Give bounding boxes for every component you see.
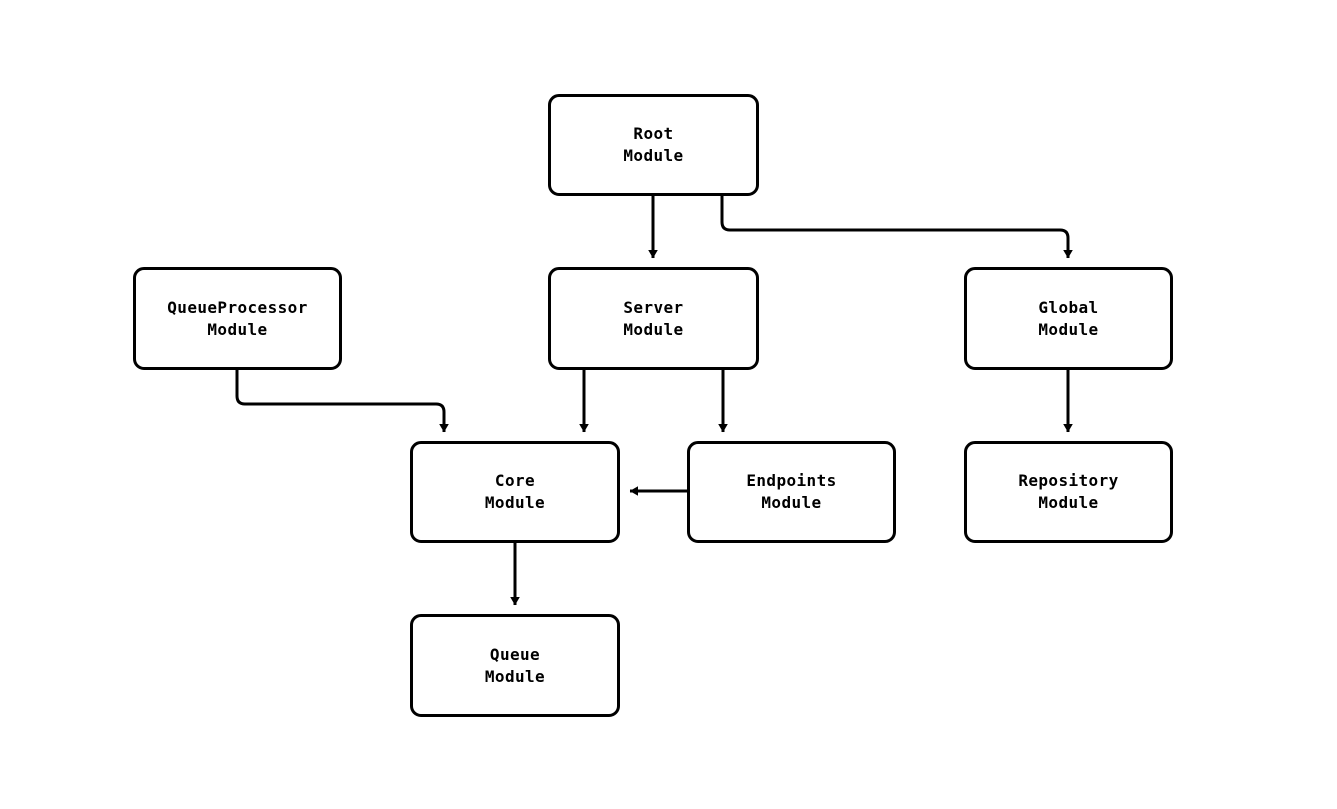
node-label-name: Repository [1018,471,1119,490]
node-label-name: Queue [489,644,541,664]
node-label-name: QueueProcessor [167,297,308,317]
node-label-kind: Module [1038,493,1099,512]
edge-root-to-global [720,196,1073,259]
node-label-name: Global [1038,297,1099,317]
node-label-kind: Module [484,666,546,686]
node-label-name: Endpoints [746,471,837,490]
node-label-name: Root [633,124,674,143]
node-label-kind: Module [761,493,822,512]
edge-queueprocessor-to-core [235,370,449,433]
node-label-kind: Module [1038,319,1099,339]
node-label-kind: Module [207,319,268,339]
node-label-name: Server [623,297,684,317]
node-label-kind: Module [484,493,546,512]
node-label-name: Core [494,471,536,490]
node-label-kind: Module [623,146,684,165]
node-label-kind: Module [623,319,684,339]
